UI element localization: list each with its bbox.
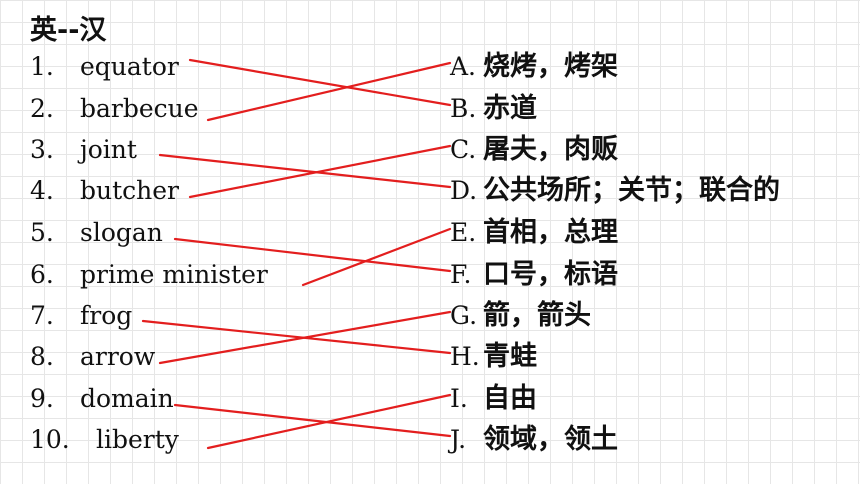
chinese-meaning: 青蛙 bbox=[483, 341, 537, 372]
chinese-item-e: E.首相，总理 bbox=[450, 213, 618, 253]
chinese-item-g: G.箭，箭头 bbox=[450, 296, 591, 336]
english-word: equator bbox=[80, 52, 179, 81]
english-item-6: 6. prime minister bbox=[30, 255, 268, 295]
chinese-meaning: 首相，总理 bbox=[483, 217, 618, 248]
chinese-meaning: 烧烤，烤架 bbox=[483, 51, 618, 82]
english-item-4: 4. butcher bbox=[30, 171, 179, 211]
match-line-2-a bbox=[206, 61, 452, 122]
match-line-3-d bbox=[158, 153, 452, 189]
chinese-item-c: C.屠夫，肉贩 bbox=[450, 130, 618, 170]
english-word: barbecue bbox=[80, 94, 199, 123]
chinese-meaning: 屠夫，肉贩 bbox=[483, 134, 618, 165]
item-number: 3. bbox=[30, 135, 54, 164]
english-word: slogan bbox=[80, 218, 163, 247]
item-letter: F. bbox=[450, 260, 472, 289]
english-item-10: 10. liberty bbox=[30, 420, 179, 460]
item-number: 5. bbox=[30, 218, 54, 247]
match-line-9-j bbox=[173, 403, 452, 438]
item-number: 9. bbox=[30, 384, 54, 413]
item-number: 2. bbox=[30, 94, 54, 123]
item-number: 6. bbox=[30, 260, 54, 289]
chinese-meaning: 口号，标语 bbox=[483, 259, 618, 290]
chinese-item-i: I. 自由 bbox=[450, 379, 537, 419]
english-word: joint bbox=[80, 135, 137, 164]
english-word: frog bbox=[80, 301, 133, 330]
match-line-8-g bbox=[158, 310, 452, 365]
match-line-1-b bbox=[188, 58, 452, 107]
item-letter: A. bbox=[450, 52, 477, 81]
item-number: 8. bbox=[30, 342, 54, 371]
english-word: prime minister bbox=[80, 260, 268, 289]
item-letter: D. bbox=[450, 176, 478, 205]
chinese-meaning: 箭，箭头 bbox=[483, 300, 591, 331]
chinese-item-j: J. 领域，领土 bbox=[450, 420, 618, 460]
item-letter: C. bbox=[450, 135, 477, 164]
english-item-1: 1. equator bbox=[30, 47, 179, 87]
match-line-7-h bbox=[141, 319, 452, 355]
item-number: 4. bbox=[30, 176, 54, 205]
chinese-meaning: 自由 bbox=[483, 383, 537, 414]
item-letter: B. bbox=[450, 94, 477, 123]
item-letter: H. bbox=[450, 342, 480, 371]
chinese-meaning: 领域，领土 bbox=[483, 424, 618, 455]
chinese-meaning: 赤道 bbox=[483, 93, 537, 124]
chinese-meaning: 公共场所；关节；联合的 bbox=[483, 175, 780, 206]
item-letter: G. bbox=[450, 301, 478, 330]
item-letter: E. bbox=[450, 218, 477, 247]
english-word: domain bbox=[80, 384, 174, 413]
page-title: 英--汉 bbox=[30, 15, 107, 46]
chinese-item-d: D.公共场所；关节；联合的 bbox=[450, 171, 780, 211]
match-line-6-e bbox=[301, 227, 452, 287]
item-letter: J. bbox=[450, 425, 467, 454]
item-number: 1. bbox=[30, 52, 54, 81]
chinese-item-f: F. 口号，标语 bbox=[450, 255, 618, 295]
item-number: 7. bbox=[30, 301, 54, 330]
english-item-7: 7. frog bbox=[30, 296, 132, 336]
chinese-item-h: H.青蛙 bbox=[450, 337, 537, 377]
english-item-3: 3. joint bbox=[30, 130, 137, 170]
english-item-8: 8. arrow bbox=[30, 337, 155, 377]
english-word: arrow bbox=[80, 342, 156, 371]
english-item-2: 2. barbecue bbox=[30, 89, 199, 129]
item-letter: I. bbox=[450, 384, 468, 413]
chinese-item-a: A.烧烤，烤架 bbox=[450, 47, 618, 87]
chinese-item-b: B.赤道 bbox=[450, 89, 537, 129]
english-word: liberty bbox=[96, 425, 179, 454]
english-item-9: 9. domain bbox=[30, 379, 174, 419]
english-word: butcher bbox=[80, 176, 179, 205]
english-item-5: 5. slogan bbox=[30, 213, 163, 253]
match-line-10-i bbox=[206, 393, 452, 450]
match-line-4-c bbox=[188, 144, 452, 199]
item-number: 10. bbox=[30, 425, 70, 454]
